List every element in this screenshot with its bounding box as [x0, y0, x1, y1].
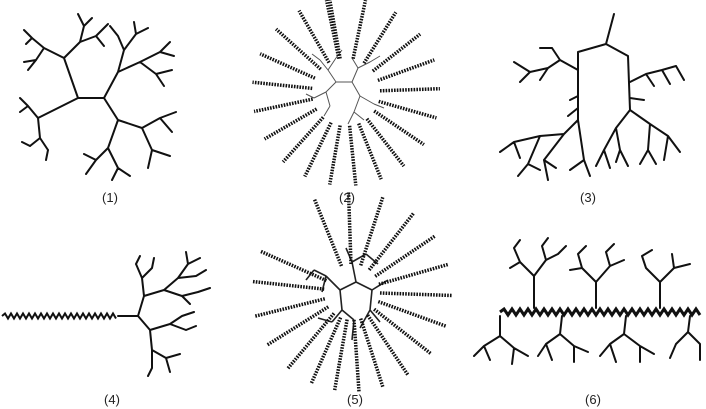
ray-13 [309, 316, 343, 385]
ray-12 [303, 121, 333, 178]
panel-4-tree [1, 251, 211, 377]
ray-6 [379, 291, 452, 298]
ray-13 [281, 116, 325, 164]
panel-label-3: (3) [580, 190, 596, 205]
ray-9 [366, 314, 410, 376]
ray-2 [359, 196, 385, 266]
ray-4 [374, 234, 436, 278]
ray-11 [352, 319, 361, 392]
ray-15 [253, 97, 314, 114]
ray-15 [266, 305, 330, 347]
ray-20 [324, 0, 341, 60]
ray-11 [327, 125, 342, 185]
ray-10 [359, 318, 385, 388]
panel-label-4: (4) [104, 392, 120, 407]
ray-10 [347, 125, 358, 186]
panel-6-tree [473, 237, 702, 365]
ray-18 [274, 27, 322, 71]
ray-17 [252, 279, 325, 291]
ray-5 [378, 262, 449, 286]
ray-18 [259, 249, 328, 283]
ray-12 [332, 319, 349, 391]
ray-7 [377, 299, 447, 328]
panel-2-tree [252, 0, 440, 186]
ray-3 [367, 212, 415, 271]
ray-8 [373, 307, 432, 355]
panel-1-tree [19, 13, 177, 181]
ray-4 [377, 58, 435, 83]
ray-14 [286, 312, 336, 370]
ray-17 [259, 52, 316, 80]
ray-16 [252, 80, 313, 91]
panel-label-2: (2) [339, 190, 355, 205]
ray-0 [312, 198, 344, 267]
ray-6 [378, 99, 437, 120]
ray-7 [373, 109, 425, 147]
panel-label-6: (6) [585, 392, 601, 407]
panel-label-1: (1) [102, 190, 118, 205]
ray-16 [254, 297, 326, 318]
ray-5 [379, 86, 440, 93]
panel-3-tree [499, 13, 685, 181]
ray-1 [351, 0, 368, 60]
ray-1 [346, 192, 353, 265]
panel-label-5: (5) [347, 392, 363, 407]
panel-5-tree [252, 192, 452, 392]
